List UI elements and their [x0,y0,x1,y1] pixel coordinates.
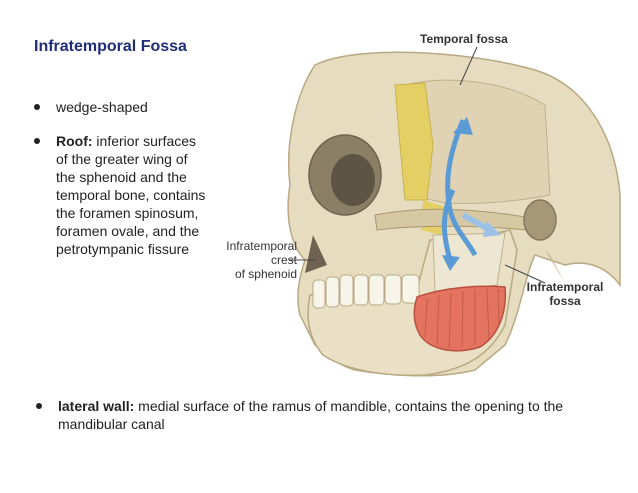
arrow-head-icon [453,117,473,135]
skull-illustration: Temporal fossa Infratemporal crest of sp… [205,25,625,395]
bullet-label-lateral-wall: lateral wall: [58,398,135,414]
slide-title: Infratemporal Fossa [34,38,187,55]
label-infratemporal-crest-line: crest [270,253,297,267]
orbit-inner [331,154,375,206]
bullet-text: wedge-shaped [56,99,148,115]
arrow-icon [445,119,478,257]
skull-drawing [287,46,621,377]
bullet-dot [34,138,40,144]
bullet-label-roof: Roof: [56,133,93,149]
label-temporal-fossa: Temporal fossa [420,32,508,46]
leader-line-fossa [504,264,546,284]
label-infratemporal-fossa: Infratemporal fossa [510,280,620,308]
bullet-text: medial surface of the ramus of mandible,… [58,398,564,432]
label-infratemporal-fossa-line: Infratemporal [526,280,604,294]
label-infratemporal-crest-line: of sphenoid [234,267,297,281]
infratemporal-fossa-area [432,232,506,294]
styloid-process [545,250,565,283]
bullet-text: inferior surfaces of the greater wing of… [56,133,206,257]
teeth [312,274,420,309]
bullet-list: wedge-shaped Roof: inferior surfaces of … [26,98,206,274]
leader-line-temporal [459,46,478,86]
label-infratemporal-fossa-line: fossa [549,294,581,308]
external-ear-canal [523,199,557,241]
label-infratemporal-crest: Infratemporal crest of sphenoid [205,239,297,281]
arrow-head-icon [442,255,460,271]
bullet-roof: Roof: inferior surfaces of the greater w… [26,132,206,258]
sphenoid-highlight [394,82,434,201]
muscle-fibers [424,288,500,349]
arrow-down-icon [441,188,456,261]
temporal-fossa-area [404,79,551,204]
bullet-lateral-wall: lateral wall: medial surface of the ramu… [26,397,606,433]
label-infratemporal-crest-line: Infratemporal [226,239,297,253]
bullet-wedge-shaped: wedge-shaped [26,98,206,116]
bullet-dot [34,104,40,110]
bullet-dot [36,403,42,409]
arrow-head-icon [483,221,501,237]
nasal-cavity [305,235,327,273]
